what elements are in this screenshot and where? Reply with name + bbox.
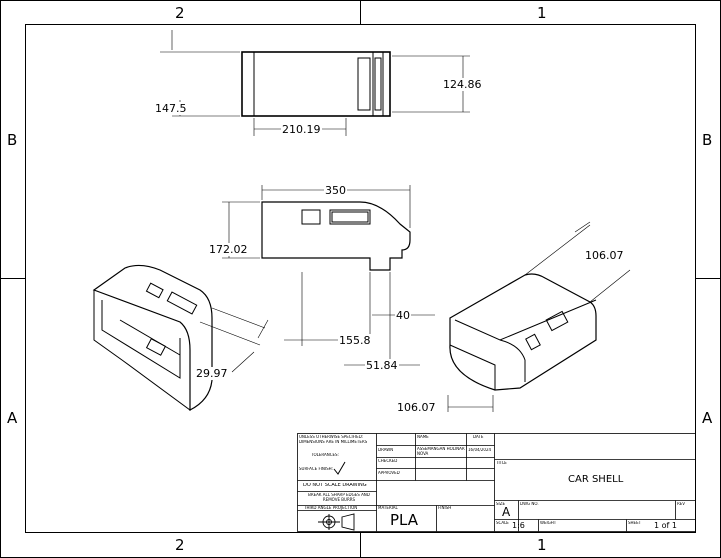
tb-rev-label: REV bbox=[677, 502, 686, 506]
tb-unless: UNLESS OTHERWISE SPECIFIED: bbox=[299, 435, 364, 439]
dim-front-155: 155.8 bbox=[338, 334, 372, 347]
dim-front-51: 51.84 bbox=[365, 359, 399, 372]
tb-do-not-scale: DO NOT SCALE DRAWING bbox=[303, 483, 367, 488]
tb-dims-in: DIMENSIONS ARE IN MILLIMETERS bbox=[299, 440, 368, 444]
third-angle-projection-icon bbox=[318, 513, 355, 531]
dim-iso-left: 29.97 bbox=[195, 367, 229, 380]
tb-finish-label: FINISH bbox=[438, 506, 452, 510]
dim-iso-right-bottom: 106.07 bbox=[396, 401, 437, 414]
iso-right-view bbox=[447, 221, 631, 412]
tb-title: CAR SHELL bbox=[568, 474, 624, 485]
dim-front-height: 172.02 bbox=[208, 243, 249, 256]
tb-name-label: NAME bbox=[417, 435, 429, 439]
tb-material: PLA bbox=[390, 511, 419, 529]
tb-date-label: DATE bbox=[473, 435, 484, 439]
tb-break-edges: BREAK ALL SHARP EDGES AND REMOVE BURRS bbox=[308, 493, 370, 502]
tb-drawn-label: DRAWN bbox=[378, 448, 394, 452]
tb-sheet: 1 of 1 bbox=[654, 521, 677, 530]
dim-top-view-width: 210.19 bbox=[281, 123, 322, 136]
tb-tolerance: TOLERANCES: bbox=[311, 453, 339, 457]
tb-size-label: SIZE bbox=[496, 502, 505, 506]
tb-third-angle: THIRD ANGLE PROJECTION bbox=[304, 506, 358, 510]
dim-front-width: 350 bbox=[324, 184, 347, 197]
zone-top-2: 2 bbox=[175, 4, 185, 22]
dim-top-view-left: 147.5 bbox=[154, 102, 188, 115]
zone-bottom-1: 1 bbox=[537, 536, 547, 554]
tb-size: A bbox=[502, 505, 511, 519]
tb-scale: 1:6 bbox=[512, 521, 525, 530]
zone-right-a: A bbox=[702, 409, 713, 427]
tb-approved-label: APPROVED bbox=[378, 471, 400, 475]
tb-dwg-label: DWG NO. bbox=[520, 502, 539, 506]
tb-drawn-name: ASSEMANGAN HOLINAR NOVA bbox=[417, 447, 465, 456]
tb-weight-label: WEIGHT bbox=[540, 521, 557, 525]
zone-left-b: B bbox=[7, 131, 18, 149]
front-view bbox=[222, 185, 435, 370]
tb-drawn-date: 16/04/2024 bbox=[468, 448, 492, 452]
zone-right-b: B bbox=[702, 131, 713, 149]
iso-left-view bbox=[92, 264, 269, 411]
surface-finish-icon bbox=[333, 461, 346, 475]
tb-checked-label: CHECKED bbox=[378, 459, 398, 463]
dim-iso-right-top: 106.07 bbox=[584, 249, 625, 262]
top-view bbox=[160, 30, 470, 136]
tb-material-label: MATERIAL bbox=[378, 506, 398, 510]
dim-front-40: 40 bbox=[395, 309, 411, 322]
zone-top-1: 1 bbox=[537, 4, 547, 22]
tb-title-label: TITLE bbox=[496, 461, 507, 465]
zone-bottom-2: 2 bbox=[175, 536, 185, 554]
zone-left-a: A bbox=[7, 409, 18, 427]
tb-sheet-label: SHEET bbox=[628, 521, 642, 525]
tb-scale-label: SCALE bbox=[496, 521, 509, 525]
title-block-lines bbox=[297, 433, 696, 532]
dim-top-view-height: 124.86 bbox=[442, 78, 483, 91]
tb-surface: SURFACE FINISH: bbox=[299, 467, 333, 471]
